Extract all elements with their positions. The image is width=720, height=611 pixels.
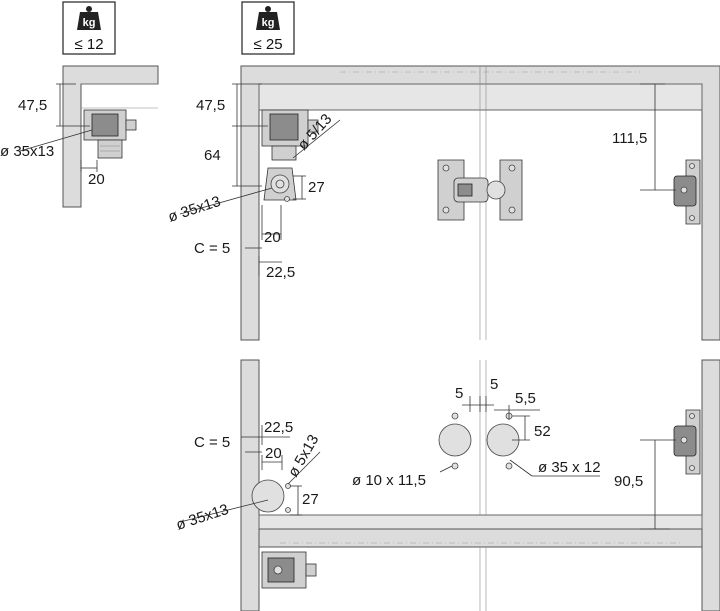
view-d-cabinet-bottom: 22,5 C = 5 20 ø 5x13 27 ø 35x13 [174,359,720,611]
dim-47-5: 47,5 [18,97,47,114]
dim-47-5: 47,5 [196,97,225,114]
dim-c-5: C = 5 [194,240,230,257]
dim-diam-5x13: ø 5x13 [285,432,323,480]
hinge-part [673,159,701,225]
hinge-part [437,159,523,221]
dim-27: 27 [302,491,319,508]
dim-5-5: 5,5 [515,390,536,407]
dim-27: 27 [308,179,325,196]
hinge-part [673,409,701,475]
dim-diam-35x13: ø 35x13 [174,501,231,534]
view-c-door-hinge: 111,5 [437,83,701,225]
weight-unit: kg [262,17,275,29]
hinge-part [261,109,319,202]
dim-22-5: 22,5 [266,264,295,281]
dim-52: 52 [534,423,551,440]
dim-64: 64 [204,147,221,164]
weight-icon: kg [77,6,101,30]
hinge-part [261,551,317,589]
dim-22-5: 22,5 [264,419,293,436]
dim-20: 20 [88,171,105,188]
weight-limit: ≤ 25 [253,36,282,53]
dim-90-5: 90,5 [614,473,643,490]
dim-diam-10x11-5: ø 10 x 11,5 [352,472,426,489]
weight-limit: ≤ 12 [74,36,103,53]
view-e-door-drilling: 5 5 5,5 52 ø 10 x 11,5 ø 35 x 12 90,5 [352,376,701,530]
weight-icon: kg [256,6,280,30]
dim-20: 20 [265,445,282,462]
dim-diam-35x13: ø 35x13 [166,193,223,226]
weight-unit: kg [83,17,96,29]
dim-diam-35x12: ø 35 x 12 [538,459,601,476]
weight-badge-12: kg ≤ 12 [62,1,116,55]
dim-5: 5 [490,376,498,393]
dim-5: 5 [455,385,463,402]
dim-c-5: C = 5 [194,434,230,451]
dim-diam-35x13: ø 35x13 [0,143,54,160]
view-a-cabinet-corner: 47,5 ø 35x13 20 [0,65,159,208]
dim-111-5: 111,5 [612,130,647,147]
dim-20: 20 [264,229,281,246]
weight-badge-25: kg ≤ 25 [241,1,295,55]
hinge-part [83,109,137,159]
